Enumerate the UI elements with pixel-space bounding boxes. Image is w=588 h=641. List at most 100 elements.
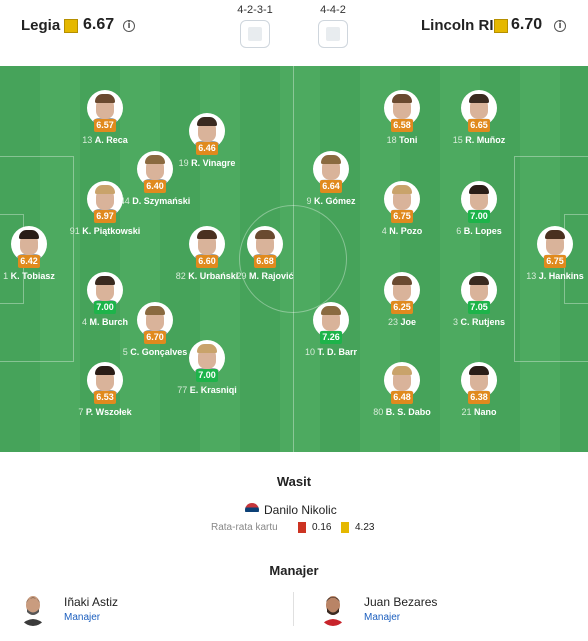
- player-name-text: K. Urbański: [188, 271, 239, 281]
- yellow-card-icon: [341, 522, 349, 533]
- player-name: 3 C. Rutjens: [434, 317, 524, 328]
- player-name: 6 B. Lopes: [434, 226, 524, 237]
- player-rating-badge: 7.00: [196, 369, 218, 382]
- player-rating-badge: 6.57: [94, 119, 116, 132]
- info-icon[interactable]: i: [123, 20, 135, 32]
- referee-name[interactable]: Danilo Nikolic: [264, 503, 337, 517]
- away-manager-avatar: [318, 590, 348, 626]
- player-name-text: A. Reca: [94, 135, 128, 145]
- home-team-name[interactable]: Legia: [21, 17, 61, 34]
- player-rating-badge: 7.05: [468, 301, 490, 314]
- player-rating-badge: 6.38: [468, 391, 490, 404]
- player-name-text: J. Hankins: [538, 271, 584, 281]
- player-name-text: Joe: [400, 317, 417, 327]
- player-rating-badge: 6.53: [94, 391, 116, 404]
- player-number: 3: [452, 317, 461, 327]
- red-card-icon: [298, 522, 306, 533]
- player-number: 15: [452, 135, 466, 145]
- away-team-name[interactable]: Lincoln RI: [421, 17, 494, 34]
- player-number: 23: [387, 317, 401, 327]
- red-card-average: 0.16: [312, 522, 332, 533]
- player-name-text: Toni: [399, 135, 418, 145]
- player-name-text: K. Piątkowski: [82, 226, 141, 236]
- player-number: 9: [306, 196, 314, 206]
- player-name-text: R. Vinagre: [191, 158, 236, 168]
- home-rating-badge: [64, 19, 78, 33]
- player-rating-badge: 6.64: [320, 180, 342, 193]
- player-rating-badge: 6.97: [94, 210, 116, 223]
- player-name-text: N. Pozo: [389, 226, 423, 236]
- player-rating-badge: 6.42: [18, 255, 40, 268]
- player-rating-badge: 6.40: [144, 180, 166, 193]
- player-number: 21: [461, 407, 474, 417]
- player-number: 29: [236, 271, 249, 281]
- player-rating-badge: 6.75: [544, 255, 566, 268]
- player-name: 13 J. Hankins: [510, 271, 588, 282]
- away-team-rating: 6.70: [511, 16, 543, 33]
- home-manager-avatar: [18, 590, 48, 626]
- player-name: 77 E. Krasniqi: [162, 385, 252, 396]
- player-name-text: B. S. Dabo: [385, 407, 431, 417]
- home-team-rating: 6.67: [83, 16, 115, 33]
- home-jersey-icon: [240, 20, 270, 48]
- player-name: 80 B. S. Dabo: [357, 407, 447, 418]
- home-manager-role: Manajer: [64, 612, 101, 623]
- player-number: 5: [122, 347, 131, 357]
- yellow-card-average: 4.23: [355, 522, 375, 533]
- home-formation: 4-2-3-1: [237, 4, 273, 16]
- player-name: 1 K. Tobiasz: [0, 271, 74, 282]
- player-number: 1: [3, 271, 11, 281]
- player-number: 91: [69, 226, 83, 236]
- player-rating-badge: 6.48: [391, 391, 413, 404]
- player-name-text: D. Szymański: [132, 196, 191, 206]
- player-rating-badge: 6.70: [144, 331, 166, 344]
- player-rating-badge: 7.00: [468, 210, 490, 223]
- center-circle: [239, 205, 347, 313]
- player-name-text: M. Burch: [89, 317, 129, 327]
- away-rating-badge: [494, 19, 508, 33]
- player-name-text: B. Lopes: [463, 226, 502, 236]
- player-number: 4: [81, 317, 90, 327]
- away-formation: 4-4-2: [320, 4, 346, 16]
- away-manager-name: Juan Bezares: [364, 595, 438, 609]
- player-rating-badge: 6.65: [468, 119, 490, 132]
- player-number: 19: [178, 158, 192, 168]
- player-name: 7 P. Wszołek: [60, 407, 150, 418]
- player-name-text: C. Gonçalves: [130, 347, 188, 357]
- away-jersey-icon: [318, 20, 348, 48]
- player-name-text: P. Wszołek: [85, 407, 132, 417]
- player-name: 13 A. Reca: [60, 135, 150, 146]
- player-name: 10 T. D. Barr: [286, 347, 376, 358]
- info-icon[interactable]: i: [554, 20, 566, 32]
- player-number: 4: [381, 226, 390, 236]
- player-name: 15 R. Muñoz: [434, 135, 524, 146]
- player-number: 44: [119, 196, 133, 206]
- cards-label: Rata-rata kartu: [211, 522, 278, 533]
- player-number: 82: [175, 271, 189, 281]
- player-rating-badge: 6.58: [391, 119, 413, 132]
- lineup-header: Legia 6.67 i 4-2-3-1 4-4-2 Lincoln RI 6.…: [0, 0, 588, 66]
- player-name: 29 M. Rajović: [220, 271, 310, 282]
- player-rating-badge: 7.00: [94, 301, 116, 314]
- player-name: 5 C. Gonçalves: [110, 347, 200, 358]
- player-number: 10: [304, 347, 318, 357]
- player-number: 6: [456, 226, 464, 236]
- home-manager-name: Iñaki Astiz: [64, 595, 119, 609]
- player-number: 13: [82, 135, 95, 145]
- player-name: 18 Toni: [357, 135, 447, 146]
- player-name-text: Nano: [474, 407, 497, 417]
- player-name: 21 Nano: [434, 407, 524, 418]
- away-penalty-box: [514, 156, 588, 362]
- player-name-text: C. Rutjens: [460, 317, 506, 327]
- player-rating-badge: 6.75: [391, 210, 413, 223]
- player-name-text: K. Tobiasz: [10, 271, 55, 281]
- player-name-text: M. Rajović: [249, 271, 294, 281]
- player-name: 23 Joe: [357, 317, 447, 328]
- managers-divider: [293, 592, 294, 626]
- player-number: 77: [177, 385, 190, 395]
- player-rating-badge: 6.46: [196, 142, 218, 155]
- referee-title: Wasit: [276, 474, 312, 489]
- home-penalty-box: [0, 156, 74, 362]
- player-name: 82 K. Urbański: [162, 271, 252, 282]
